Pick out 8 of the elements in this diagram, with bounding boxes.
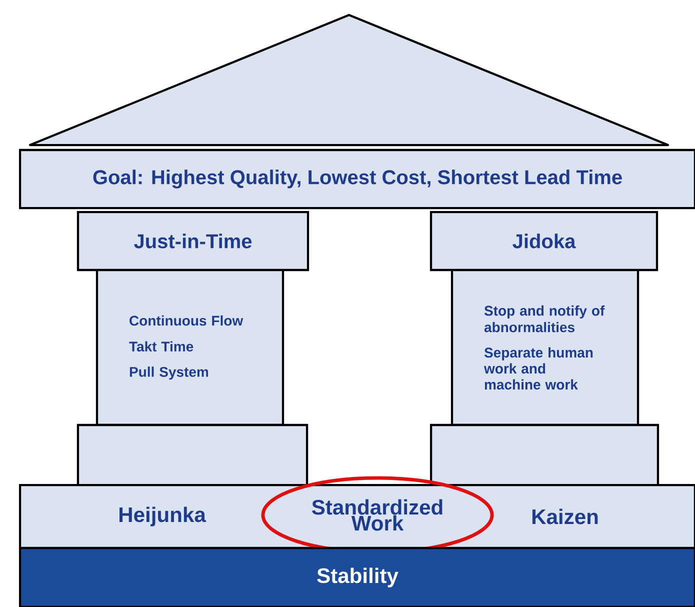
pillar-base (430, 424, 660, 486)
pillar-base (76, 424, 308, 486)
roof-triangle (28, 14, 670, 146)
pillar-header: Jidoka (430, 210, 658, 272)
band-label: Heijunka (120, 506, 206, 526)
band-label: Kaizen (532, 508, 598, 524)
pillar-header: Just-in-Time (76, 210, 310, 272)
stability-band: Stability (18, 546, 695, 607)
